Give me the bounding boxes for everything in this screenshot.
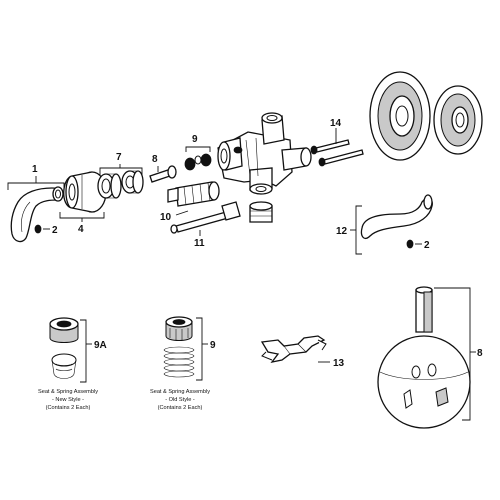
caption-old-line-3: (Contains 2 Each) [158, 405, 203, 411]
handle-lever-part [10, 186, 64, 243]
label-1: 1 [32, 164, 38, 175]
label-2-right: 2 [424, 240, 430, 251]
clip-part-13 [260, 335, 327, 363]
caption-old-line-2: - Old Style - [165, 397, 195, 403]
ball-part-8-large [377, 286, 471, 429]
handle-part-12 [360, 194, 433, 240]
caption-new-line-2: - New Style - [52, 397, 84, 403]
label-9a: 9A [94, 340, 107, 351]
adapter-rings-part-7 [97, 170, 144, 199]
bracket-4 [59, 212, 105, 222]
caption-old-line-1: Seat & Spring Assembly [150, 389, 210, 395]
bracket-12 [350, 205, 362, 255]
label-10: 10 [160, 212, 172, 223]
bracket-9a [80, 319, 92, 383]
label-7: 7 [116, 152, 122, 163]
caption-new-line-1: Seat & Spring Assembly [38, 389, 98, 395]
label-2-left: 2 [52, 225, 58, 236]
cartridge-part-10 [167, 181, 220, 207]
seat-spring-part-9-small [184, 146, 212, 171]
caption-new-style: Seat & Spring Assembly - New Style - (Co… [38, 389, 98, 411]
valve-body [217, 112, 312, 195]
label-13: 13 [333, 358, 345, 369]
caption-new-line-3: (Contains 2 Each) [46, 405, 91, 411]
key-part-8-small [149, 165, 177, 183]
set-screw-2-left [34, 224, 50, 234]
label-9-small: 9 [192, 134, 198, 145]
label-8-small: 8 [152, 154, 158, 165]
bracket-9-old [196, 317, 208, 381]
seat-spring-old-style [163, 316, 195, 378]
set-screw-2-right [406, 239, 422, 249]
escutcheon-plate-back [433, 85, 483, 155]
label-14: 14 [330, 118, 342, 129]
escutcheon-plate-front [369, 71, 431, 161]
bracket-7 [99, 164, 143, 176]
screws-part-14 [310, 128, 364, 167]
label-8-large: 8 [477, 348, 483, 359]
threaded-nut [249, 201, 273, 223]
leader-10 [175, 210, 189, 216]
caption-old-style: Seat & Spring Assembly - Old Style - (Co… [150, 389, 210, 411]
cap-part-4 [63, 171, 107, 213]
seat-spring-new-style [49, 317, 79, 379]
bracket-8-large [434, 287, 476, 421]
label-12: 12 [336, 226, 348, 237]
label-9-old: 9 [210, 340, 216, 351]
label-4: 4 [78, 224, 84, 235]
label-11: 11 [194, 238, 205, 249]
stem-part-11 [170, 201, 241, 234]
